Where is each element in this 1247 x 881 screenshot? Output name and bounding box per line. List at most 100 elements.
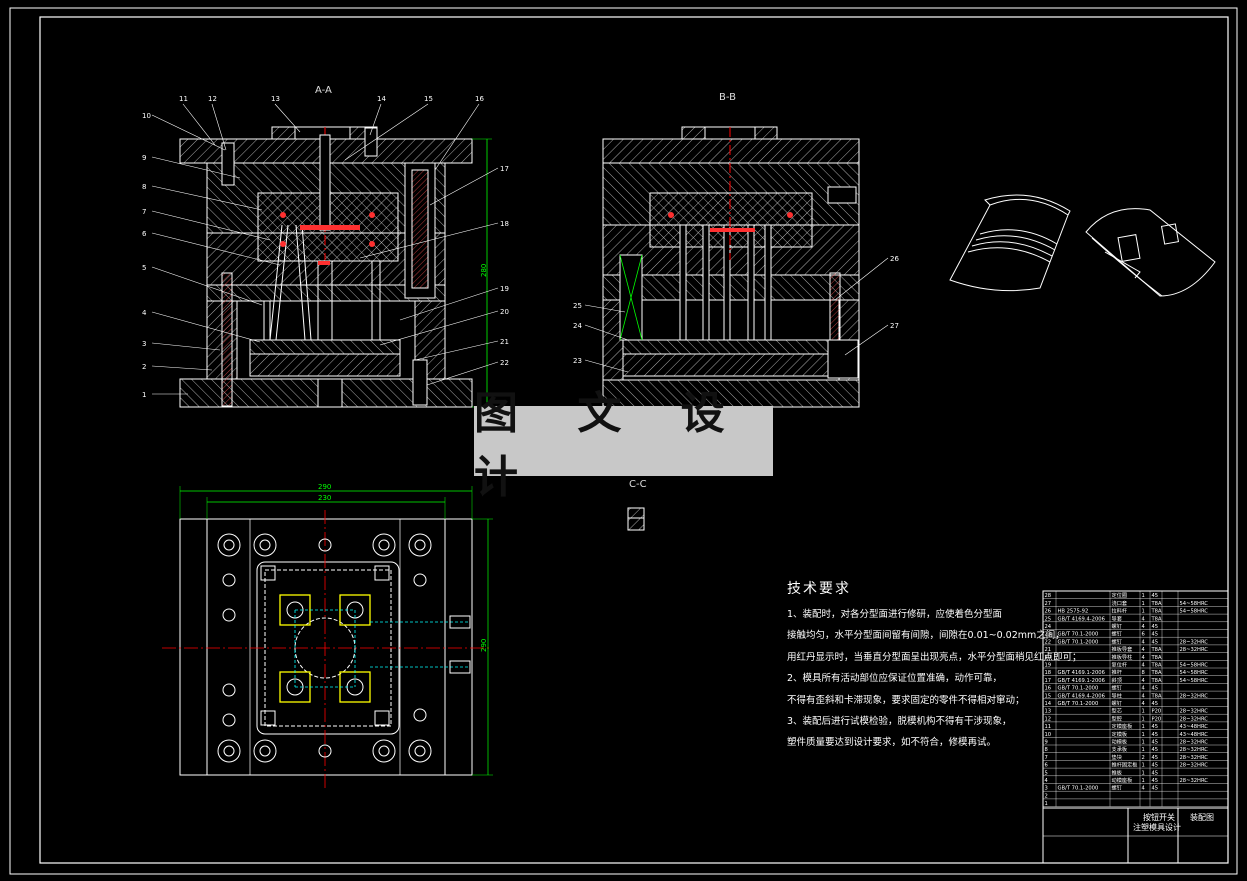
bom-cell: 28~32HRC <box>1180 740 1209 746</box>
bom-cell: 43~48HRC <box>1180 724 1209 730</box>
callout-label: 27 <box>890 322 899 330</box>
guide-hole-outer <box>408 533 432 557</box>
tech-line: 用红丹显示时，当垂直分型面呈出现亮点，水平分型面稍见红点即可； <box>787 651 1082 663</box>
bom-cell: 推板 <box>1112 768 1123 776</box>
guide-hole-outer <box>253 739 277 763</box>
guide-hole-outer <box>372 739 396 763</box>
bom-cell: 3 <box>1045 786 1048 792</box>
bom-cell: 45 <box>1152 624 1159 630</box>
bom-cell: 动模座板 <box>1112 776 1134 784</box>
callout-leader <box>151 185 263 211</box>
bom-cell: 1 <box>1142 609 1145 615</box>
bom-cell: 1 <box>1142 601 1145 607</box>
callout-label: 19 <box>500 285 509 293</box>
bom-cell: T8A <box>1151 601 1162 607</box>
bom-cell: 1 <box>1142 716 1145 722</box>
bom-cell: 45 <box>1152 786 1159 792</box>
callout-label: 16 <box>475 95 484 103</box>
bom-cell: 19 <box>1045 663 1052 669</box>
bom-cell: 45 <box>1152 770 1159 776</box>
bom-cell: 螺钉 <box>1112 684 1122 692</box>
tech-line: 3、装配后进行试模检验，脱模机构不得有干涉现象， <box>787 716 1012 728</box>
title-drawing: 装配图 <box>1190 812 1214 822</box>
bom-cell: 2 <box>1142 755 1145 761</box>
guide-hole-inner <box>223 539 235 551</box>
bom-cell: 4 <box>1142 701 1146 707</box>
bom-cell: 4 <box>1142 686 1146 692</box>
callout-leader <box>584 359 629 373</box>
bom-cell: 54~58HRC <box>1180 609 1209 615</box>
watermark-banner: 图 文 设 计 <box>474 388 773 503</box>
bom-cell: 28~32HRC <box>1180 747 1209 753</box>
bom-cell: 4 <box>1142 663 1146 669</box>
bom-cell: 1 <box>1142 770 1145 776</box>
bom-cell: 43~48HRC <box>1180 732 1209 738</box>
bom-cell: 25 <box>1045 616 1052 622</box>
corner-block <box>260 565 276 581</box>
bom-cell: 型腔 <box>1112 714 1122 722</box>
bom-cell: GB/T 70.1-2000 <box>1058 632 1099 638</box>
bom-cell: 28~32HRC <box>1180 709 1209 715</box>
bom-cell: 45 <box>1152 763 1159 769</box>
bom-cell: 推板导柱 <box>1112 653 1133 661</box>
bom-cell: GB/T 70.1-2000 <box>1058 786 1099 792</box>
dim-width-inner: 230 <box>318 494 331 502</box>
corner-block <box>260 710 276 726</box>
callout-label: 21 <box>500 338 509 346</box>
bom-cell: 4 <box>1142 616 1146 622</box>
callout-label: 25 <box>573 302 582 310</box>
tech-line: 1、装配时，对各分型面进行修研，应使着色分型面 <box>787 609 1003 620</box>
tech-line: 不得有歪斜和卡滞现象，要求固定的零件不得相对窜动； <box>787 694 1025 706</box>
callout-label: 5 <box>142 264 146 272</box>
bom-cell: 28 <box>1045 593 1052 599</box>
bom-cell: 拉料杆 <box>1112 607 1128 615</box>
bom-cell: 1 <box>1142 763 1145 769</box>
plan-holes <box>217 533 432 763</box>
callout-label: 20 <box>500 308 509 316</box>
screw-hole <box>413 573 427 587</box>
bom-cell: 45 <box>1152 724 1159 730</box>
bom-cell: 28~32HRC <box>1180 647 1209 653</box>
bom-cell: 12 <box>1045 716 1052 722</box>
callout-leader <box>182 103 216 146</box>
guide-hole-outer <box>372 533 396 557</box>
callout-label: 9 <box>142 154 146 162</box>
section-aa-view: 280 <box>179 126 492 408</box>
callout-leader <box>429 167 499 206</box>
bom-cell: 复位杆 <box>1112 661 1128 669</box>
bom-cell: 28~32HRC <box>1180 755 1209 761</box>
callout-leader <box>426 361 499 386</box>
bom-cell: GB/T 4169.4-2006 <box>1058 616 1105 622</box>
bom-cell: 27 <box>1045 601 1052 607</box>
aa-callout-leaders <box>151 103 499 395</box>
bom-cell: 4 <box>1045 778 1049 784</box>
dim-width-outer: 290 <box>318 483 331 491</box>
callout-label: 4 <box>142 309 147 317</box>
bom-cell: GB/T 70.1-2000 <box>1058 639 1099 645</box>
bom-cell: 4 <box>1142 693 1146 699</box>
bom-cell: 1 <box>1142 724 1145 730</box>
bom-cell: T8A <box>1151 678 1162 684</box>
callout-label: 13 <box>271 95 280 103</box>
section-label-bb: B-B <box>719 92 736 103</box>
tech-line: 接触均匀，水平分型面间留有间隙，间隙在0.01~0.02mm之间， <box>787 630 1065 642</box>
callout-leader <box>414 340 499 361</box>
screw-hole <box>222 608 236 622</box>
bom-cell: 54~58HRC <box>1180 678 1209 684</box>
bom-cell: 6 <box>1142 632 1145 638</box>
callout-label: 12 <box>208 95 217 103</box>
bom-cell: GB/T 4169.4-2006 <box>1058 693 1105 699</box>
section-cc-view <box>627 507 645 531</box>
bb-callout-leaders <box>584 257 889 373</box>
bom-cell: 22 <box>1045 639 1052 645</box>
bom-cell: 垫块 <box>1112 753 1123 761</box>
callout-leader <box>151 311 261 343</box>
bom-cell: 1 <box>1142 593 1145 599</box>
bom-cell: T8A <box>1151 655 1162 661</box>
bom-cell: 2 <box>1045 793 1048 799</box>
corner-block <box>374 710 390 726</box>
bom-cell: T8A <box>1151 693 1162 699</box>
bom-cell: 24 <box>1045 624 1052 630</box>
bom-cell: 1 <box>1142 709 1145 715</box>
bom-cell: GB/T 4169.1-2006 <box>1058 678 1105 684</box>
